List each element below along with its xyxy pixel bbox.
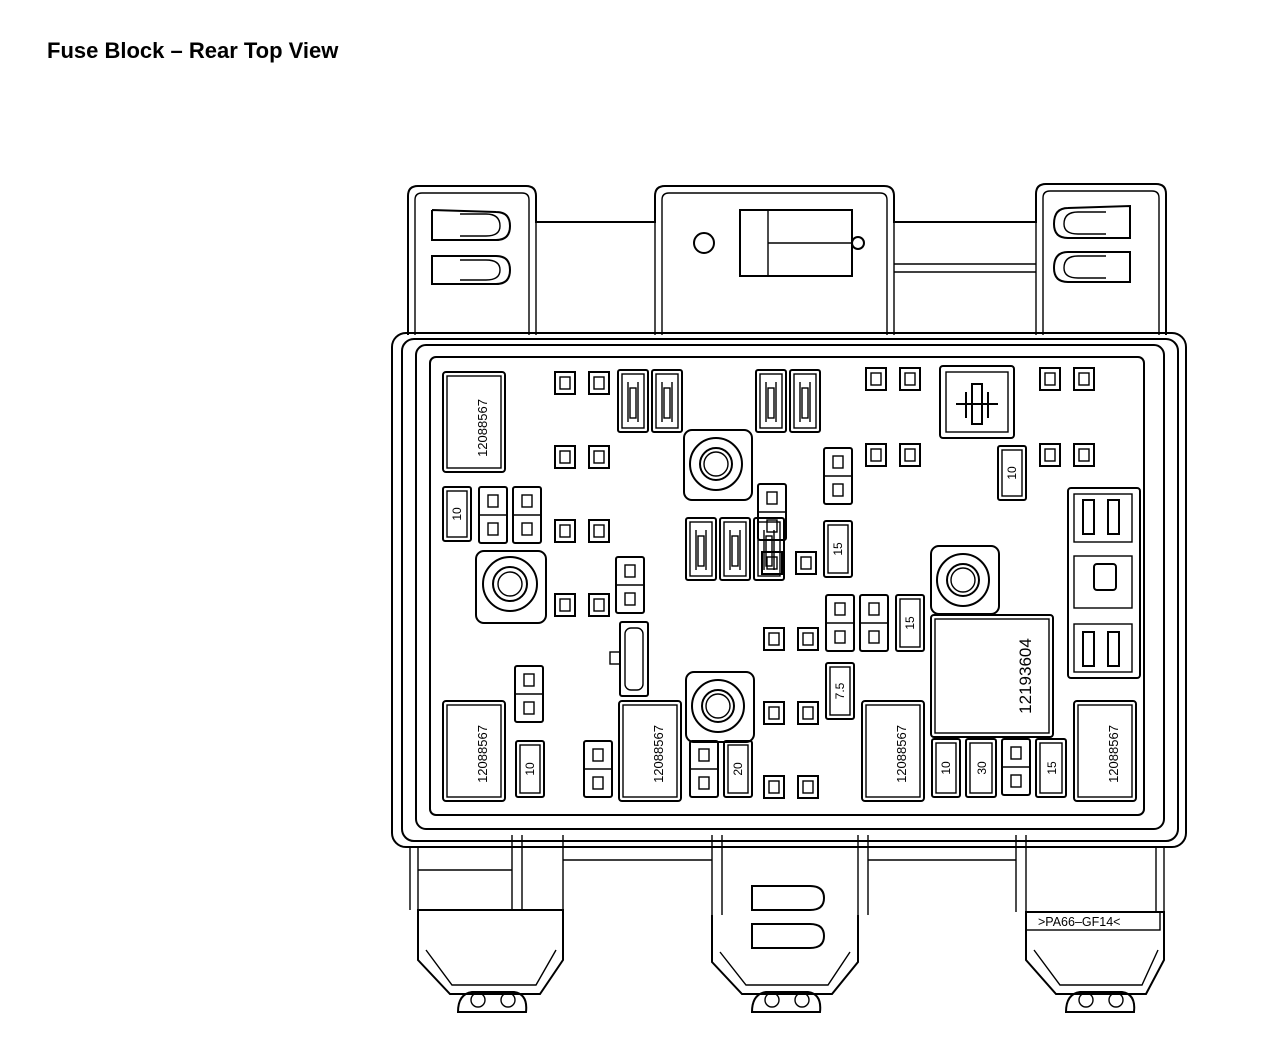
mini-fuse bbox=[859, 594, 889, 652]
terminal-socket bbox=[1039, 367, 1061, 391]
terminal-socket bbox=[554, 445, 576, 469]
terminal-socket bbox=[797, 701, 819, 725]
housing bbox=[391, 332, 1187, 848]
small-terminals bbox=[478, 367, 1095, 799]
mini-fuse bbox=[615, 556, 645, 614]
terminal-socket bbox=[1039, 443, 1061, 467]
relays bbox=[442, 365, 1141, 802]
fuse-rating: 15 bbox=[831, 542, 845, 556]
terminal-socket bbox=[588, 371, 610, 395]
terminal-socket bbox=[554, 519, 576, 543]
cartridge-fuse bbox=[755, 369, 787, 433]
terminal-socket bbox=[1073, 367, 1095, 391]
mini-fuse bbox=[1001, 738, 1031, 796]
relay-part-number: 12088567 bbox=[475, 725, 490, 783]
terminal-socket bbox=[865, 367, 887, 391]
cartridge-fuse bbox=[685, 517, 717, 581]
relay-part-number: 12088567 bbox=[651, 725, 666, 783]
bottom-latches bbox=[409, 835, 1165, 1013]
cartridge-fuse bbox=[651, 369, 683, 433]
fuse-carriers bbox=[617, 369, 821, 581]
cartridge-fuse bbox=[789, 369, 821, 433]
top-mounting-tabs bbox=[407, 183, 1167, 335]
terminal-socket bbox=[588, 445, 610, 469]
studs bbox=[475, 429, 1000, 743]
terminal-socket bbox=[1073, 443, 1095, 467]
terminal-socket bbox=[795, 551, 817, 575]
terminal-socket bbox=[899, 367, 921, 391]
relay-part-number: 12088567 bbox=[894, 725, 909, 783]
relay-part-number: 12088567 bbox=[1106, 725, 1121, 783]
terminal-socket bbox=[554, 371, 576, 395]
mini-fuse bbox=[689, 740, 719, 798]
mini-fuse bbox=[512, 486, 542, 544]
terminal-socket bbox=[554, 593, 576, 617]
fuse-rating: 20 bbox=[731, 762, 745, 776]
mini-fuse bbox=[757, 483, 787, 541]
terminal-socket bbox=[797, 775, 819, 799]
terminal-socket bbox=[763, 627, 785, 651]
fuse-rating: 10 bbox=[939, 761, 953, 775]
terminal-socket bbox=[797, 627, 819, 651]
fuse-rating: 15 bbox=[903, 616, 917, 630]
relay-labels: 12088567 12088567 12088567 12088567 1208… bbox=[475, 399, 1121, 783]
mini-fuse bbox=[823, 447, 853, 505]
cartridge-fuse bbox=[617, 369, 649, 433]
mini-fuse bbox=[583, 740, 613, 798]
fuse-rating: 7.5 bbox=[833, 682, 847, 699]
page-title: Fuse Block – Rear Top View bbox=[47, 38, 339, 63]
terminal-socket bbox=[763, 775, 785, 799]
side-connector bbox=[609, 621, 649, 697]
relay-part-number: 12193604 bbox=[1016, 638, 1035, 714]
material-marking: >PA66–GF14< bbox=[1038, 915, 1120, 929]
fuse-rating: 30 bbox=[975, 761, 989, 775]
terminal-socket bbox=[588, 593, 610, 617]
fuse-rating: 10 bbox=[450, 507, 464, 521]
cartridge-fuse bbox=[719, 517, 751, 581]
terminal-socket bbox=[588, 519, 610, 543]
fuse-rating: 15 bbox=[1045, 761, 1059, 775]
relay-part-number: 12088567 bbox=[475, 399, 490, 457]
fuse-rating: 10 bbox=[523, 762, 537, 776]
mini-fuse bbox=[478, 486, 508, 544]
terminal-socket bbox=[763, 701, 785, 725]
terminal-socket bbox=[865, 443, 887, 467]
tall-fuses: 10 10 15 15 7.5 10 20 10 30 15 bbox=[442, 445, 1067, 798]
cartridge-fuse bbox=[753, 517, 785, 581]
mini-fuse bbox=[514, 665, 544, 723]
terminal-socket bbox=[899, 443, 921, 467]
mini-fuse bbox=[825, 594, 855, 652]
fuse-rating: 10 bbox=[1005, 466, 1019, 480]
